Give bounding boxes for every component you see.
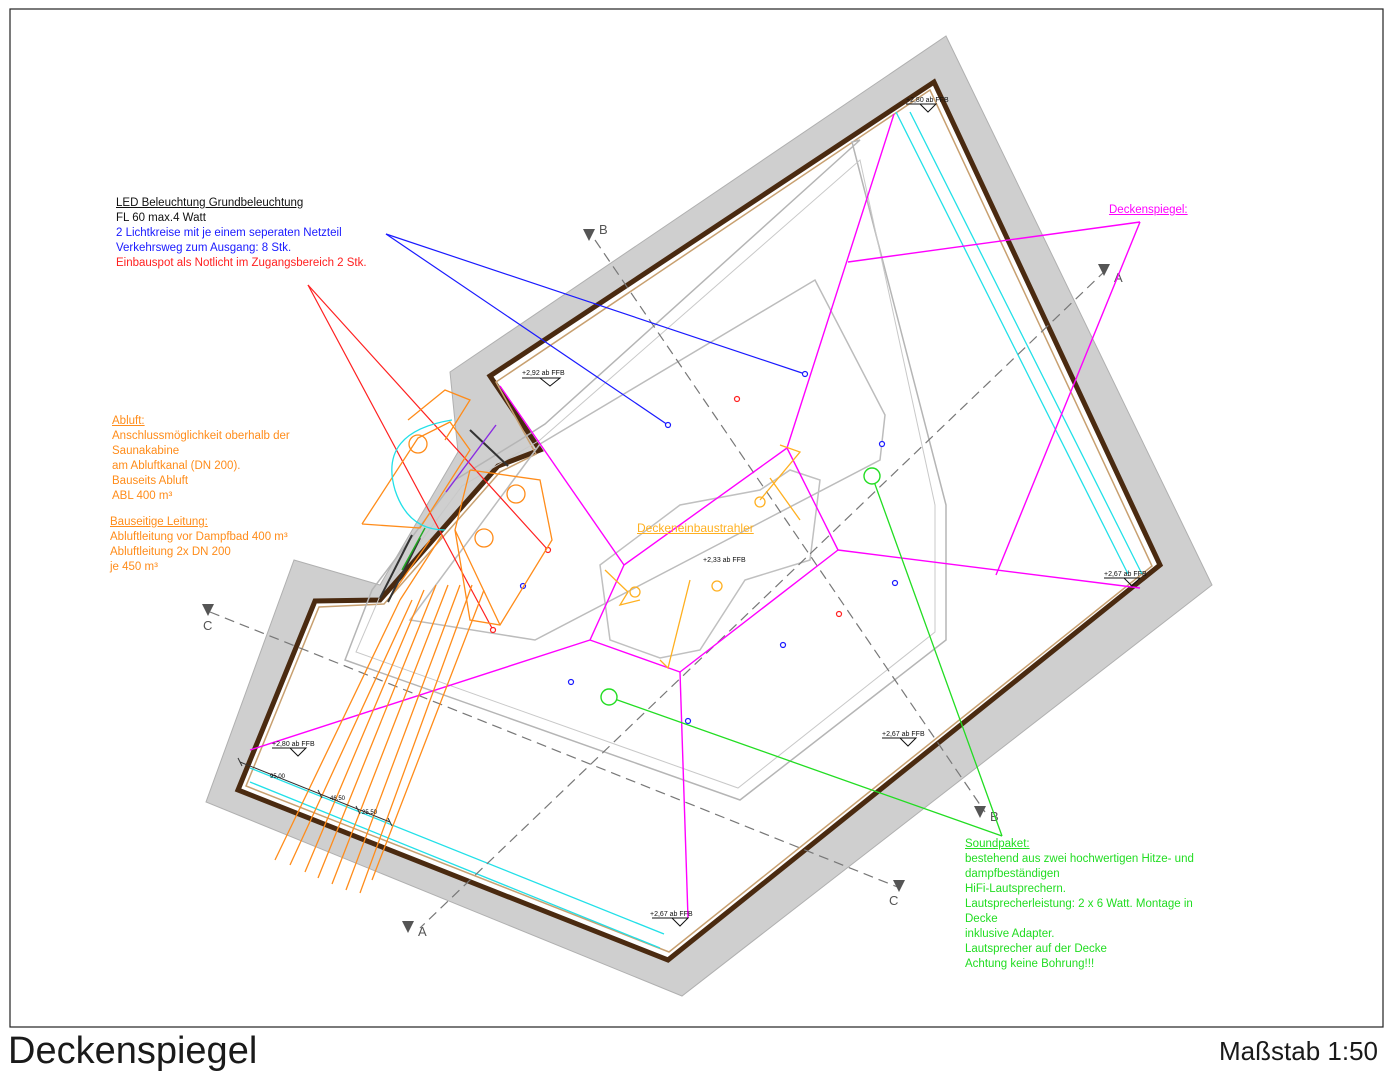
level-label: +2,33 ab FFB — [703, 557, 746, 564]
speaker-leaders — [608, 475, 1003, 837]
spotlight-label: Deckeneinbaustrahler — [637, 521, 754, 535]
section-label-c: C — [889, 893, 898, 908]
exhaust-ducts — [274, 389, 553, 894]
section-label-a: A — [1114, 270, 1123, 285]
abluft-line: ABL 400 m³ — [112, 490, 173, 502]
ceiling-mirror-label: Deckenspiegel: — [1109, 204, 1188, 216]
leitung-annotation: Bauseitige Leitung: Abluftleitung vor Da… — [110, 515, 288, 575]
led-strip — [895, 111, 1129, 575]
led-strip — [909, 111, 1143, 575]
led-line: FL 60 max.4 Watt — [116, 212, 206, 224]
sound-line: bestehend aus zwei hochwertigen Hitze- u… — [965, 853, 1194, 865]
dimension-value: 95,00 — [270, 774, 286, 780]
entrance-wall — [379, 429, 509, 603]
level-label: +2,67 ab FFB — [650, 911, 693, 918]
abluft-line: am Abluftkanal (DN 200). — [112, 460, 241, 472]
leitung-header: Bauseitige Leitung: — [110, 516, 208, 528]
led-line: Verkehrsweg zum Ausgang: 8 Stk. — [116, 242, 292, 254]
sauna-cabin-outline — [344, 139, 947, 801]
sound-line: Decke — [965, 913, 998, 925]
abluft-line: Bauseits Abluft — [112, 475, 189, 487]
level-label: +2,67 ab FFB — [1104, 571, 1147, 578]
level-label: +2,80 ab FFB — [906, 97, 949, 104]
section-label-a: A — [418, 924, 427, 939]
drawing-scale: Maßstab 1:50 — [1219, 1036, 1378, 1066]
leitung-line: Abluftleitung 2x DN 200 — [110, 546, 231, 558]
room-inner-edge — [245, 88, 1153, 953]
section-label-c: C — [203, 618, 212, 633]
level-marker-symbols — [272, 103, 1142, 927]
led-leader-lines — [385, 233, 806, 426]
dimension-line — [237, 757, 393, 827]
speaker — [863, 467, 881, 485]
led-line: Einbauspot als Notlicht im Zugangsbereic… — [116, 257, 367, 269]
led-line: 2 Lichtkreise mit je einem seperaten Net… — [116, 227, 342, 239]
leitung-line: Abluftleitung vor Dampfbad 400 m³ — [110, 531, 288, 543]
sound-line: inklusive Adapter. — [965, 928, 1055, 940]
sound-line: Achtung keine Bohrung!!! — [965, 958, 1095, 970]
led-strip — [249, 767, 665, 935]
sound-header: Soundpaket: — [965, 838, 1030, 850]
section-lines — [209, 239, 1107, 929]
drawing-frame — [9, 8, 1384, 1028]
ceiling-mirror-lines — [249, 113, 1141, 919]
dimension-value: 46,50 — [330, 796, 346, 802]
level-label: +2,80 ab FFB — [272, 741, 315, 748]
abluft-line: Saunakabine — [112, 445, 180, 457]
ceiling-spotlights — [604, 444, 802, 670]
abluft-annotation: Abluft: Anschlussmöglichkeit oberhalb de… — [112, 414, 290, 504]
sound-line: HiFi-Lautsprechern. — [965, 883, 1066, 895]
inner-panel-outline — [408, 278, 886, 641]
section-markers — [202, 229, 1110, 933]
speaker — [600, 688, 618, 706]
sound-line: dampfbeständigen — [965, 868, 1060, 880]
sound-line: Lautsprecher auf der Decke — [965, 943, 1107, 955]
sound-line: Lautsprecherleistung: 2 x 6 Watt. Montag… — [965, 898, 1193, 910]
sauna-cabin-outline-inner — [355, 159, 936, 789]
level-label: +2,67 ab FFB — [882, 731, 925, 738]
section-label-b: B — [599, 222, 608, 237]
swing-arc — [391, 419, 453, 531]
sound-annotation: Soundpaket: bestehend aus zwei hochwerti… — [965, 837, 1194, 972]
room-interior — [234, 78, 1164, 963]
abluft-header: Abluft: — [112, 415, 145, 427]
drawing-title: Deckenspiegel — [8, 1030, 258, 1072]
green-marker-line — [401, 527, 426, 571]
leitung-line: je 450 m³ — [110, 561, 158, 573]
purple-marker-line — [445, 424, 497, 493]
level-label: +2,92 ab FFB — [522, 370, 565, 377]
led-header: LED Beleuchtung Grundbeleuchtung — [116, 197, 304, 209]
abluft-line: Anschlussmöglichkeit oberhalb der — [112, 430, 290, 442]
dimension-value: 25,50 — [362, 810, 378, 816]
led-strip — [249, 781, 661, 949]
led-annotation: LED Beleuchtung Grundbeleuchtung FL 60 m… — [116, 196, 367, 271]
ceiling-relief-shape — [599, 469, 821, 659]
